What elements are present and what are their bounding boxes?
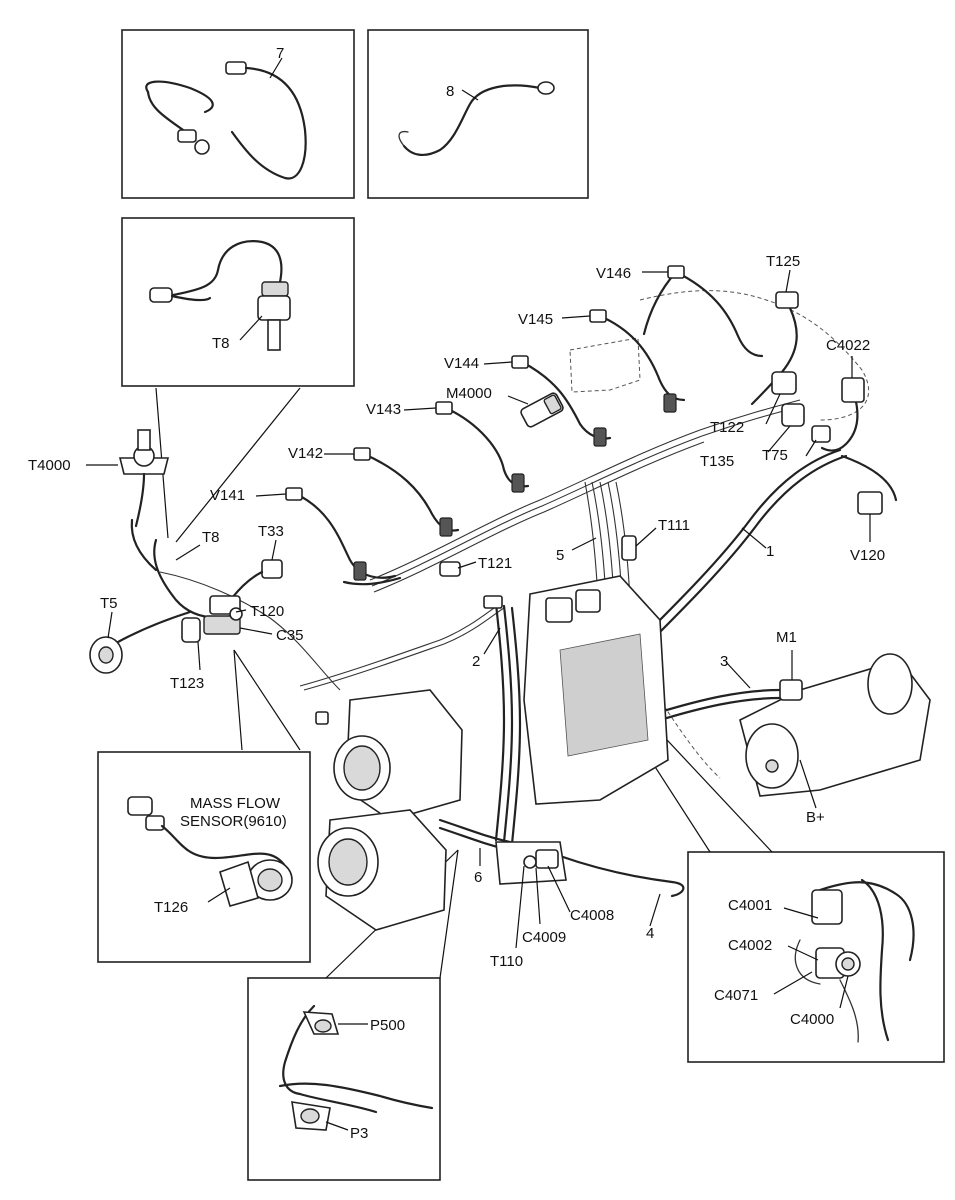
label-t4000: T4000 bbox=[28, 457, 71, 474]
label-c4022: C4022 bbox=[826, 337, 870, 354]
label-m4000: M4000 bbox=[446, 385, 492, 402]
label-t8: T8 bbox=[202, 529, 220, 546]
label-4: 4 bbox=[646, 925, 654, 942]
engine-bracket-outline bbox=[569, 290, 870, 779]
label-mass-flow-line1: MASS FLOW bbox=[190, 795, 281, 812]
label-c4008: C4008 bbox=[570, 907, 614, 924]
label-t135: T135 bbox=[700, 453, 734, 470]
label-v142: V142 bbox=[288, 445, 323, 462]
inset-box-7 bbox=[121, 29, 355, 199]
label-p3: P3 bbox=[350, 1125, 368, 1142]
inset-box-P500 bbox=[247, 977, 441, 1181]
label-c4000: C4000 bbox=[790, 1011, 834, 1028]
label-t111: T111 bbox=[658, 517, 690, 534]
label-bplus: B+ bbox=[806, 809, 825, 826]
label-c4002: C4002 bbox=[728, 937, 772, 954]
label-v146: V146 bbox=[596, 265, 631, 282]
inset-box-8 bbox=[367, 29, 589, 199]
label-t5: T5 bbox=[100, 595, 118, 612]
label-3: 3 bbox=[720, 653, 728, 670]
label-t75: T75 bbox=[762, 447, 788, 464]
label-t120: T120 bbox=[250, 603, 284, 620]
label-7: 7 bbox=[276, 45, 284, 62]
label-t33: T33 bbox=[258, 523, 284, 540]
label-t125: T125 bbox=[766, 253, 800, 270]
inset-box-C4001 bbox=[687, 851, 945, 1063]
label-c4009: C4009 bbox=[522, 929, 566, 946]
label-t110: T110 bbox=[490, 953, 523, 970]
label-v141: V141 bbox=[210, 487, 245, 504]
label-t122: T122 bbox=[710, 419, 744, 436]
label-mass-flow-line2: SENSOR(9610) bbox=[180, 813, 287, 830]
part-labels: 7 8 T8 T4000 T8 T33 T5 T120 C35 T123 V14… bbox=[28, 45, 885, 1142]
label-m1: M1 bbox=[776, 629, 797, 646]
leader-lines bbox=[86, 269, 871, 949]
label-5: 5 bbox=[556, 547, 564, 564]
label-v144: V144 bbox=[444, 355, 479, 372]
label-2: 2 bbox=[472, 653, 480, 670]
label-c35: C35 bbox=[276, 627, 304, 644]
label-c4071: C4071 bbox=[714, 987, 758, 1004]
label-v143: V143 bbox=[366, 401, 401, 418]
label-t123: T123 bbox=[170, 675, 204, 692]
label-c4001: C4001 bbox=[728, 897, 772, 914]
inset-box-T8 bbox=[121, 217, 355, 387]
label-8: 8 bbox=[446, 83, 454, 100]
label-t8-inset: T8 bbox=[212, 335, 230, 352]
label-p500: P500 bbox=[370, 1017, 405, 1034]
components bbox=[89, 265, 931, 931]
inset-box-mass-flow bbox=[97, 751, 311, 963]
label-t121: T121 bbox=[478, 555, 512, 572]
label-1: 1 bbox=[766, 543, 774, 560]
label-t126: T126 bbox=[154, 899, 188, 916]
label-v145: V145 bbox=[518, 311, 553, 328]
label-v120: V120 bbox=[850, 547, 885, 564]
label-6: 6 bbox=[474, 869, 482, 886]
